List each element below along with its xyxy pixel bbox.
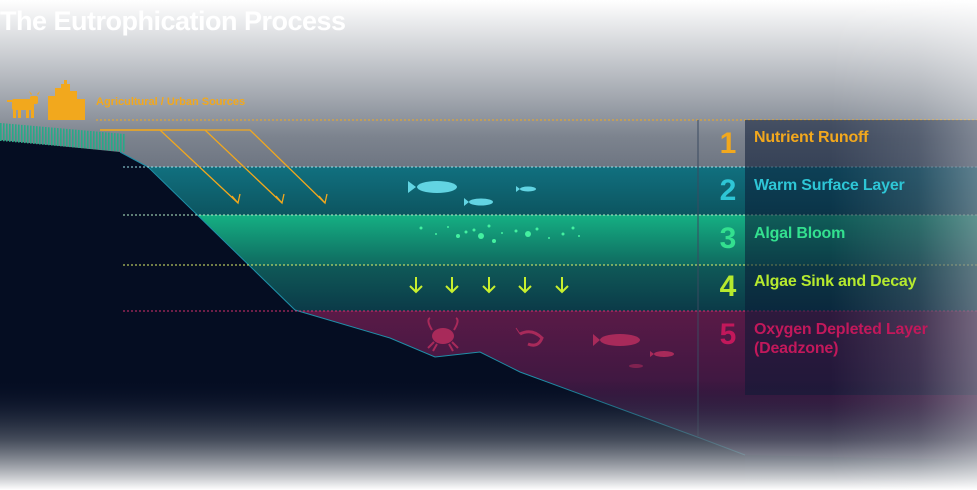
legend-number: 5: [719, 318, 737, 351]
legend-row-oxygen-depleted-layer: 5 Oxygen Depleted Layer (Deadzone): [700, 311, 977, 359]
layer-divider-lines: [96, 119, 977, 312]
sources-label: Agricultural / Urban Sources: [96, 96, 246, 108]
crab-icon: [427, 317, 459, 352]
page-title: The Eutrophication Process: [0, 6, 346, 36]
legend-label: Oxygen Depleted Layer (Deadzone): [754, 321, 928, 357]
city-buildings-icon: [48, 80, 85, 120]
runoff-arrows: [100, 129, 328, 205]
cow-icon: [7, 91, 40, 118]
legend-number: 1: [719, 127, 737, 160]
grass-strip: [0, 123, 125, 152]
legend-row-nutrient-runoff: 1 Nutrient Runoff: [700, 120, 977, 168]
legend-number: 4: [719, 270, 737, 303]
legend-number: 2: [719, 174, 737, 207]
legend-number: 3: [719, 222, 737, 255]
legend-label: Warm Surface Layer: [754, 177, 905, 194]
legend-row-algal-bloom: 3 Algal Bloom: [700, 215, 977, 263]
algae-dots-icon: [419, 224, 580, 243]
legend-row-algae-sink-decay: 4 Algae Sink and Decay: [700, 265, 977, 313]
legend-label: Algae Sink and Decay: [754, 273, 917, 290]
shrimp-icon: [515, 327, 544, 347]
down-arrow-icon: [409, 277, 569, 294]
legend-label: Algal Bloom: [754, 225, 846, 242]
fish-icon: [408, 181, 536, 206]
dead-fish-icon: [593, 334, 674, 368]
legend-row-warm-surface-layer: 2 Warm Surface Layer: [700, 167, 977, 215]
legend-label: Nutrient Runoff: [754, 129, 869, 146]
